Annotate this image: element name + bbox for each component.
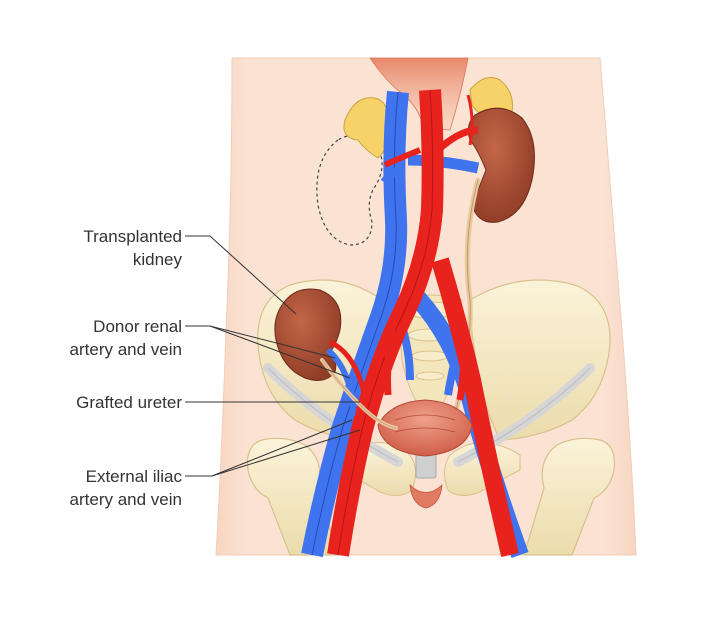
label-line: Grafted ureter <box>76 393 182 412</box>
leader-donor-renal-2 <box>209 325 351 379</box>
label-line: Transplanted <box>83 227 182 246</box>
label-line: External iliac <box>85 467 182 486</box>
label-donor-renal-artery-vein: Donor renal artery and vein <box>0 315 182 361</box>
donor-renal-artery <box>328 339 368 411</box>
right-inguinal-ligament-edge <box>457 367 591 463</box>
vertebra <box>411 350 449 362</box>
label-line: artery and vein <box>69 490 182 509</box>
right-iliac-artery <box>431 257 519 558</box>
vertebra <box>415 371 445 381</box>
leader-transplanted-kidney <box>185 235 297 315</box>
label-external-iliac-artery-vein: External iliac artery and vein <box>0 465 182 511</box>
cut-renal-vein-stub <box>380 166 401 185</box>
urethra <box>409 483 443 509</box>
right-femur <box>523 437 616 556</box>
leader-lines <box>185 235 361 477</box>
diaphragm-muscle <box>369 57 469 131</box>
internal-iliac-artery <box>456 329 468 401</box>
leader-external-iliac-2 <box>211 429 361 477</box>
renal-artery <box>435 126 479 153</box>
left-inguinal-ligament-edge <box>267 367 399 463</box>
label-grafted-ureter: Grafted ureter <box>0 391 182 414</box>
cut-renal-artery-stub <box>383 147 422 168</box>
internal-iliac-artery <box>384 329 396 396</box>
label-line: Donor renal <box>93 317 182 336</box>
label-line: kidney <box>132 250 182 269</box>
label-line: artery and vein <box>69 340 182 359</box>
label-transplanted-kidney: Transplanted kidney <box>0 225 182 271</box>
